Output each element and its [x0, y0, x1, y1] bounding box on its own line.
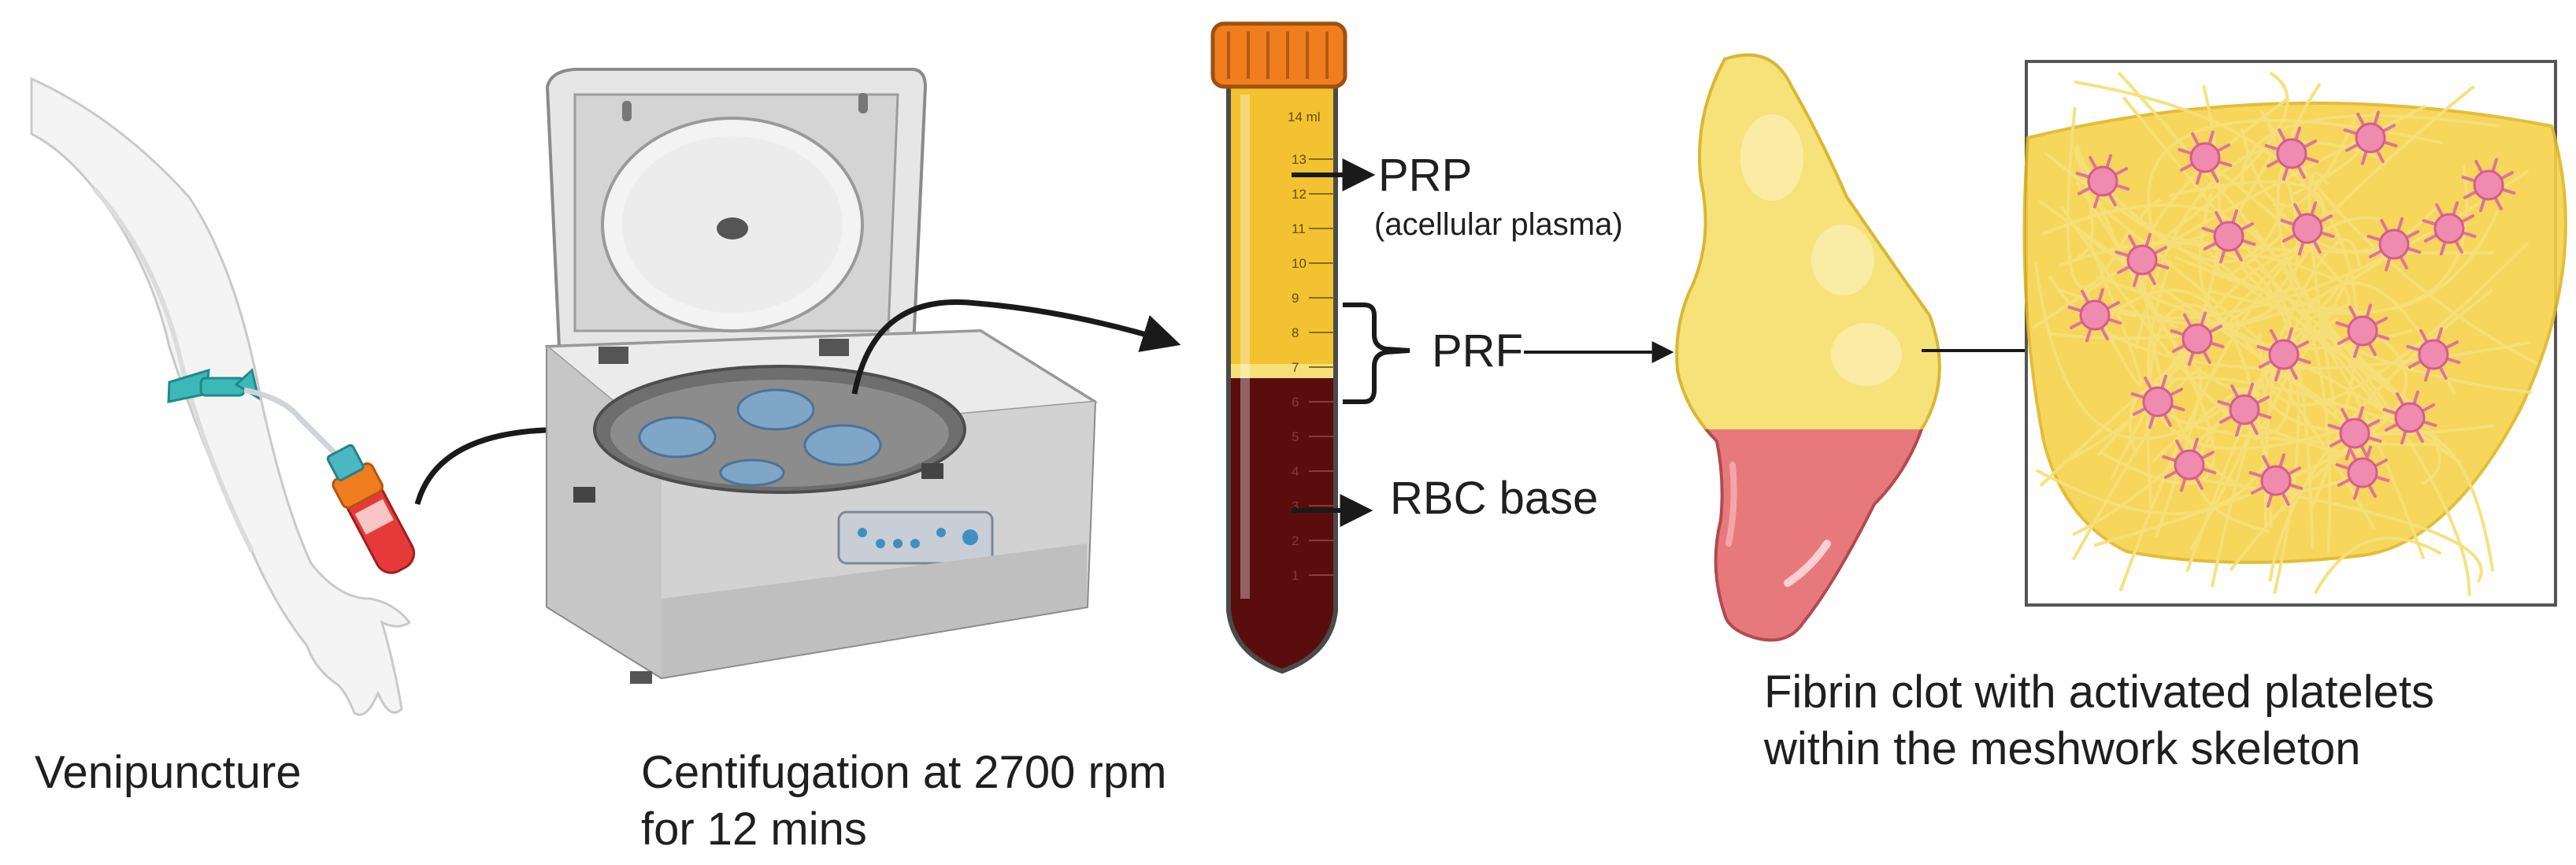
graduation-label: 10 — [1292, 256, 1307, 271]
platelet — [2335, 303, 2390, 358]
platelet — [2264, 126, 2319, 181]
platelet — [2327, 406, 2382, 461]
fiber-strand — [2074, 155, 2285, 264]
fiber-strand — [2210, 165, 2469, 315]
prf-tube: 14 ml 13 12 11 10 9 8 7 6 5 4 3 2 1 — [1210, 21, 1347, 674]
graduation-label: 1 — [1292, 568, 1299, 583]
fiber-strand — [2263, 328, 2426, 560]
platelet — [2280, 201, 2335, 256]
tube-cap — [1210, 21, 1347, 89]
prp-note: (acellular plasma) — [1374, 207, 1623, 242]
fiber-strand — [2040, 203, 2332, 554]
fiber-strand — [2185, 238, 2362, 573]
fiber-strand — [2086, 288, 2273, 529]
graduation-label: 12 — [1292, 187, 1307, 202]
tube-rbc-layer — [1229, 378, 1336, 671]
platelet — [2115, 232, 2170, 288]
fiber-strand — [2166, 104, 2426, 249]
graduation-label: 5 — [1292, 429, 1299, 444]
activated-platelets — [2067, 110, 2516, 508]
arm-outline — [30, 76, 412, 716]
graduation-label: 2 — [1292, 533, 1299, 548]
tube-graduations: 14 ml 13 12 11 10 9 8 7 6 5 4 3 2 1 — [1288, 110, 1334, 583]
fiber-strand — [2046, 238, 2410, 340]
platelet — [2343, 110, 2398, 165]
prf-brace — [1343, 303, 1410, 404]
clot-shape-red — [1703, 429, 1924, 642]
clot-label-line2: within the meshwork skeleton — [1763, 723, 2361, 774]
platelet — [2130, 374, 2185, 429]
platelet — [2178, 130, 2233, 185]
graduation-label: 4 — [1292, 464, 1299, 479]
arrow-to-tube — [851, 299, 1181, 395]
fiber-strand — [2307, 171, 2339, 421]
control-panel — [837, 510, 994, 565]
fiber-strand — [2117, 71, 2471, 596]
fiber-strand — [2055, 117, 2300, 327]
platelet — [2170, 311, 2225, 366]
centrifugation-label-line1: Centifugation at 2700 rpm — [641, 747, 1166, 798]
platelet — [2256, 327, 2311, 382]
fibrin-clot — [1675, 53, 1941, 642]
rbc-label: RBC base — [1390, 473, 1598, 524]
platelet — [2075, 154, 2130, 209]
fiber-strand — [2035, 460, 2268, 516]
platelet — [2422, 201, 2477, 256]
tube-prp-layer — [1229, 47, 1336, 370]
fiber-strand — [2174, 154, 2351, 310]
graduation-label: 9 — [1292, 291, 1299, 306]
graduation-label: 13 — [1292, 152, 1307, 167]
fiber-strand — [2058, 240, 2300, 595]
clot-label-line1: Fibrin clot with activated platelets — [1764, 666, 2434, 718]
platelet — [2248, 453, 2304, 508]
platelet — [2067, 288, 2122, 343]
platelet — [2162, 437, 2217, 492]
butterfly-needle — [167, 368, 261, 403]
graduation-label: 7 — [1292, 360, 1299, 375]
fiber-strand — [2075, 180, 2215, 486]
platelet — [2335, 445, 2390, 500]
fiber-strand — [2314, 536, 2442, 595]
platelet — [2461, 158, 2516, 213]
centrifuge-illustration — [544, 68, 1099, 684]
rotor-tubes — [638, 388, 882, 487]
prp-label: PRP — [1378, 150, 1472, 201]
platelet — [2201, 209, 2256, 264]
platelet — [2382, 390, 2437, 445]
graduation-label: 3 — [1292, 499, 1299, 514]
fiber-strand — [2074, 80, 2359, 510]
blood-line — [243, 387, 341, 459]
prf-label: PRF — [1432, 325, 1523, 377]
centrifugation-label-line2: for 12 mins — [641, 804, 867, 855]
meshwork-panel — [2022, 60, 2567, 607]
platelet — [2406, 327, 2461, 382]
fiber-strand — [2031, 71, 2289, 330]
fiber-strand — [2073, 146, 2094, 259]
graduation-label: 14 ml — [1288, 110, 1321, 124]
platelet — [2217, 382, 2272, 437]
collection-tube — [326, 444, 416, 574]
venipuncture-label: Venipuncture — [35, 747, 302, 798]
graduation-label: 6 — [1292, 395, 1299, 410]
fiber-strand — [2240, 116, 2358, 208]
arm-illustration — [30, 76, 416, 716]
graduation-label: 11 — [1292, 221, 1306, 236]
fiber-strand — [2066, 106, 2130, 289]
fiber-strand — [2128, 376, 2438, 456]
platelet — [2367, 217, 2422, 272]
graduation-label: 8 — [1292, 325, 1299, 340]
arm-shadow — [92, 187, 254, 553]
